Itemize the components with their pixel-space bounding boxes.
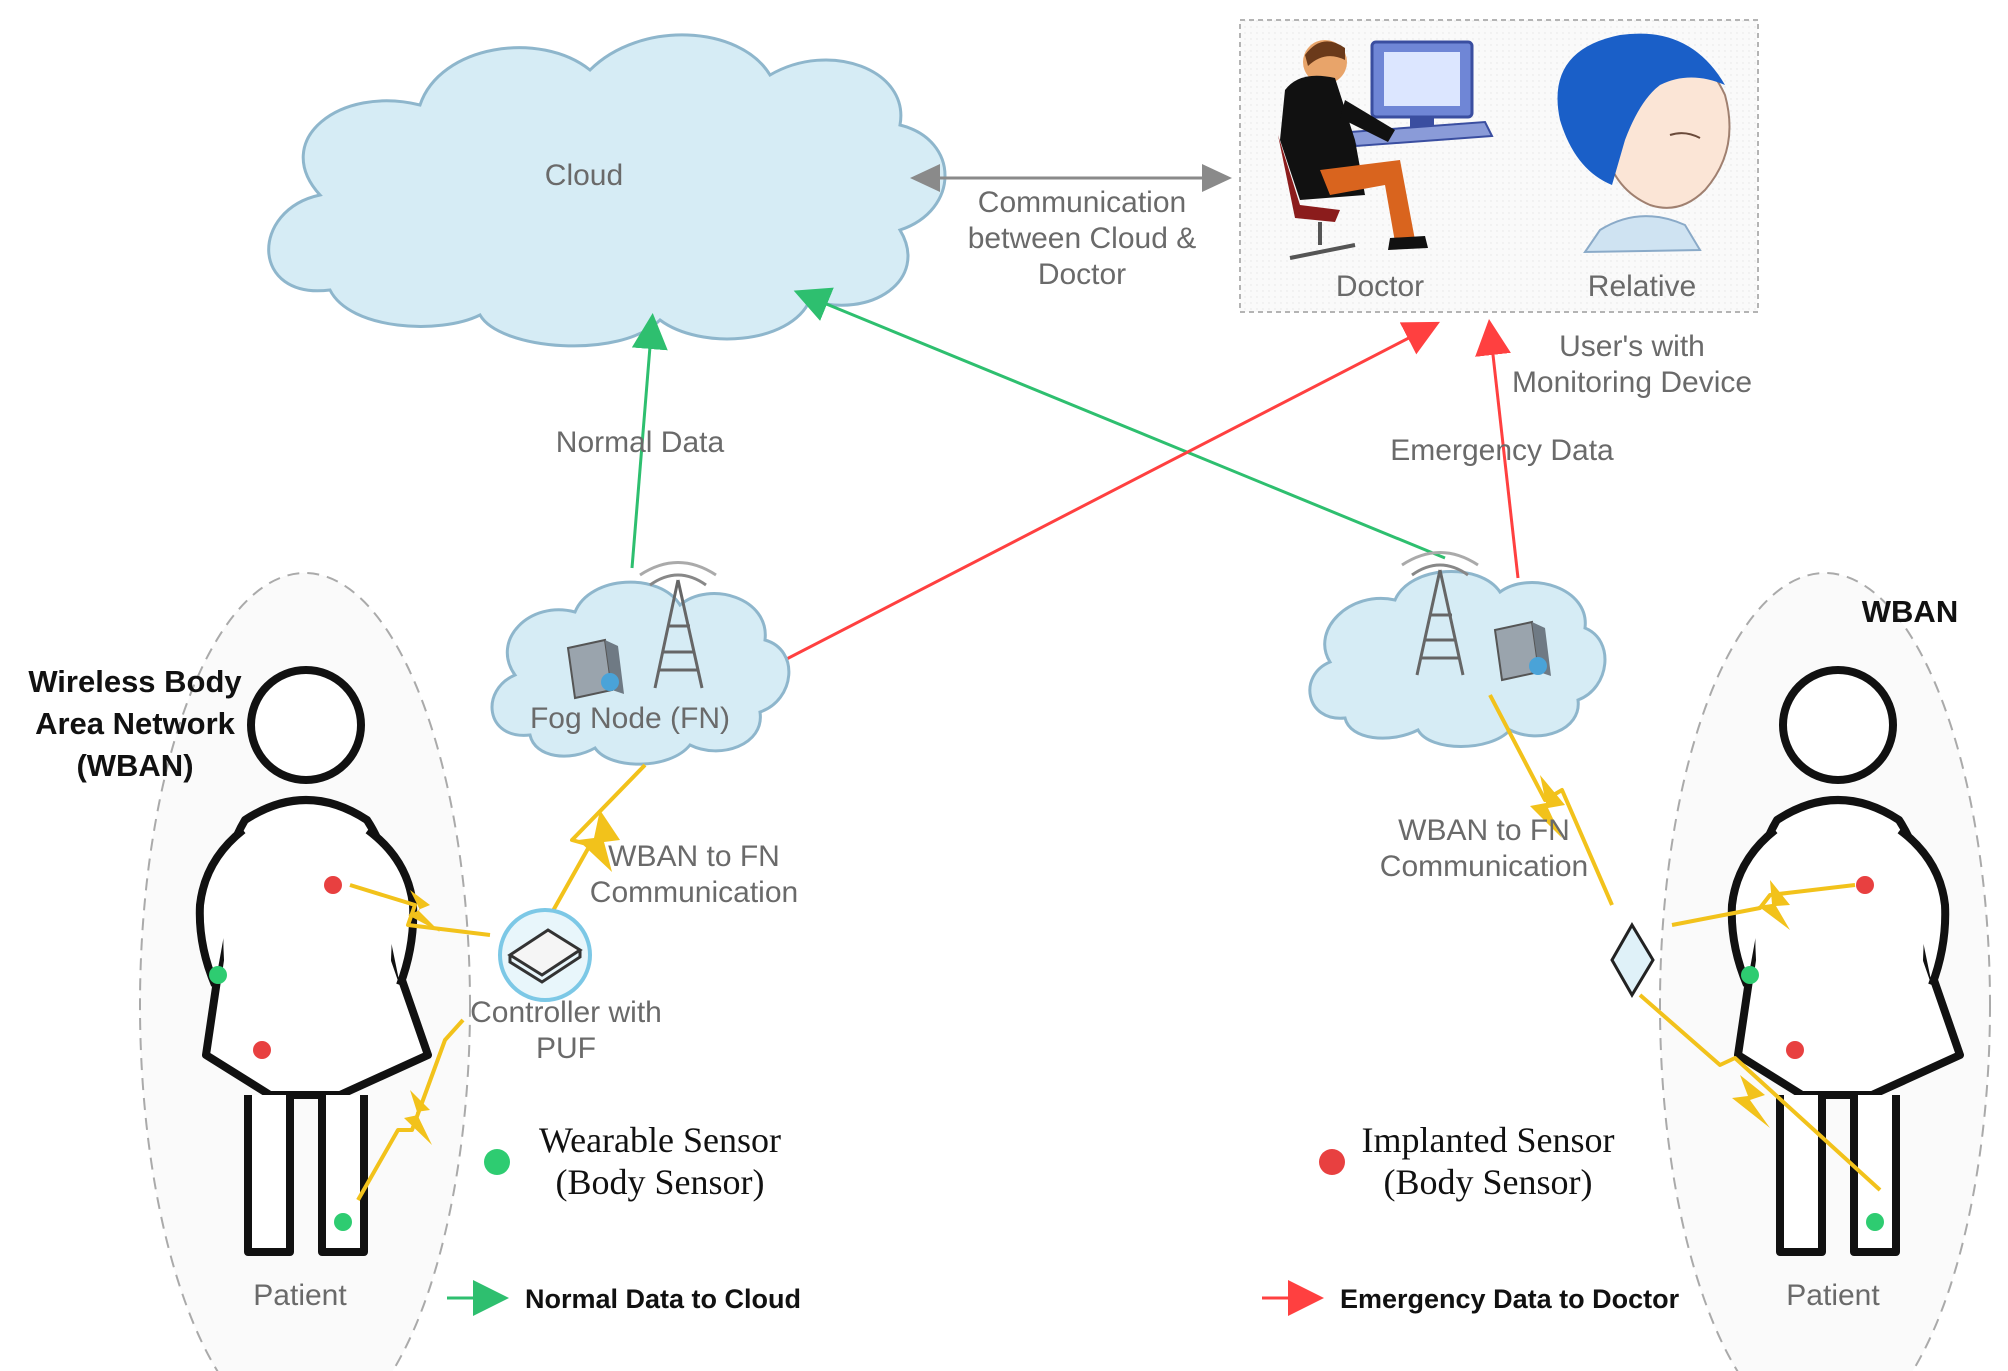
tower-icon <box>639 561 717 689</box>
implanted-sensor-line-2: (Body Sensor) <box>1384 1162 1593 1202</box>
relative-icon <box>1557 33 1731 254</box>
controller-icon-right <box>1610 922 1655 998</box>
cloud-doctor-text-line-3: Doctor <box>1038 258 1126 291</box>
comm-right-line-2: Communication <box>1380 850 1588 883</box>
lightning-bolts-right <box>1530 775 1790 1128</box>
cloud-shape <box>267 33 947 348</box>
tower-icon-right <box>1401 551 1479 676</box>
emergency-data-arrow-right <box>1475 319 1520 579</box>
cloud-doctor-text-line-2: between Cloud & <box>968 222 1197 255</box>
fog-node-left <box>490 561 791 766</box>
cloud-label: Cloud <box>545 159 623 192</box>
patient-label-left: Patient <box>253 1279 347 1312</box>
wearable-sensor-line-1: Wearable Sensor <box>539 1120 781 1160</box>
controller-label-line-2: PUF <box>536 1032 596 1065</box>
wban-left-title-line-2: Area Network <box>35 706 236 741</box>
lightning-bolts-left <box>404 810 620 1145</box>
comm-right-line-1: WBAN to FN <box>1398 814 1570 847</box>
normal-data-arrow-left <box>630 313 668 569</box>
legend-normal-label: Normal Data to Cloud <box>525 1284 801 1314</box>
wearable-sensor-right-2 <box>1866 1213 1884 1231</box>
wban-left-title-line-3: (WBAN) <box>76 748 193 783</box>
comm-left-line-1: WBAN to FN <box>608 840 780 873</box>
fog-node-label: Fog Node (FN) <box>530 702 730 735</box>
cloud-doctor-arrow <box>910 164 1232 192</box>
normal-data-arrow-right <box>793 287 1446 560</box>
patient-figure-left <box>195 666 432 1256</box>
normal-data-label: Normal Data <box>556 426 725 459</box>
wban-right-title: WBAN <box>1862 594 1958 629</box>
server-icon-right <box>1493 620 1551 682</box>
relative-label: Relative <box>1588 270 1696 303</box>
wban-left-title-line-1: Wireless Body <box>28 664 242 699</box>
comm-left-line-2: Communication <box>590 876 798 909</box>
legend-emergency-label: Emergency Data to Doctor <box>1340 1284 1680 1314</box>
wearable-sensor-right-1 <box>1741 966 1759 984</box>
implanted-sensor-left-2 <box>253 1041 271 1059</box>
users-caption-line-1: User's with <box>1559 330 1705 363</box>
implanted-sensor-right-2 <box>1786 1041 1804 1059</box>
controller-label-line-1: Controller with <box>470 996 662 1029</box>
wearable-sensor-left-2 <box>334 1213 352 1231</box>
users-caption-line-2: Monitoring Device <box>1512 366 1752 399</box>
implanted-sensor-line-1: Implanted Sensor <box>1362 1120 1615 1160</box>
wearable-sensor-swatch <box>484 1149 510 1175</box>
wearable-sensor-left-1 <box>209 966 227 984</box>
wearable-sensor-line-2: (Body Sensor) <box>556 1162 765 1202</box>
patient-label-right: Patient <box>1786 1279 1880 1312</box>
implanted-sensor-right-1 <box>1856 876 1874 894</box>
implanted-sensor-swatch <box>1319 1149 1345 1175</box>
cloud-doctor-text-line-1: Communication <box>978 186 1186 219</box>
controller-icon <box>498 908 592 1002</box>
fog-node-right <box>1308 551 1607 748</box>
doctor-label: Doctor <box>1336 270 1424 303</box>
server-icon <box>566 638 624 700</box>
emergency-data-label: Emergency Data <box>1390 434 1614 467</box>
patient-figure-right <box>1727 666 1964 1256</box>
emergency-data-arrow-left <box>774 321 1440 667</box>
implanted-sensor-left-1 <box>324 876 342 894</box>
doctor-icon <box>1278 40 1494 260</box>
